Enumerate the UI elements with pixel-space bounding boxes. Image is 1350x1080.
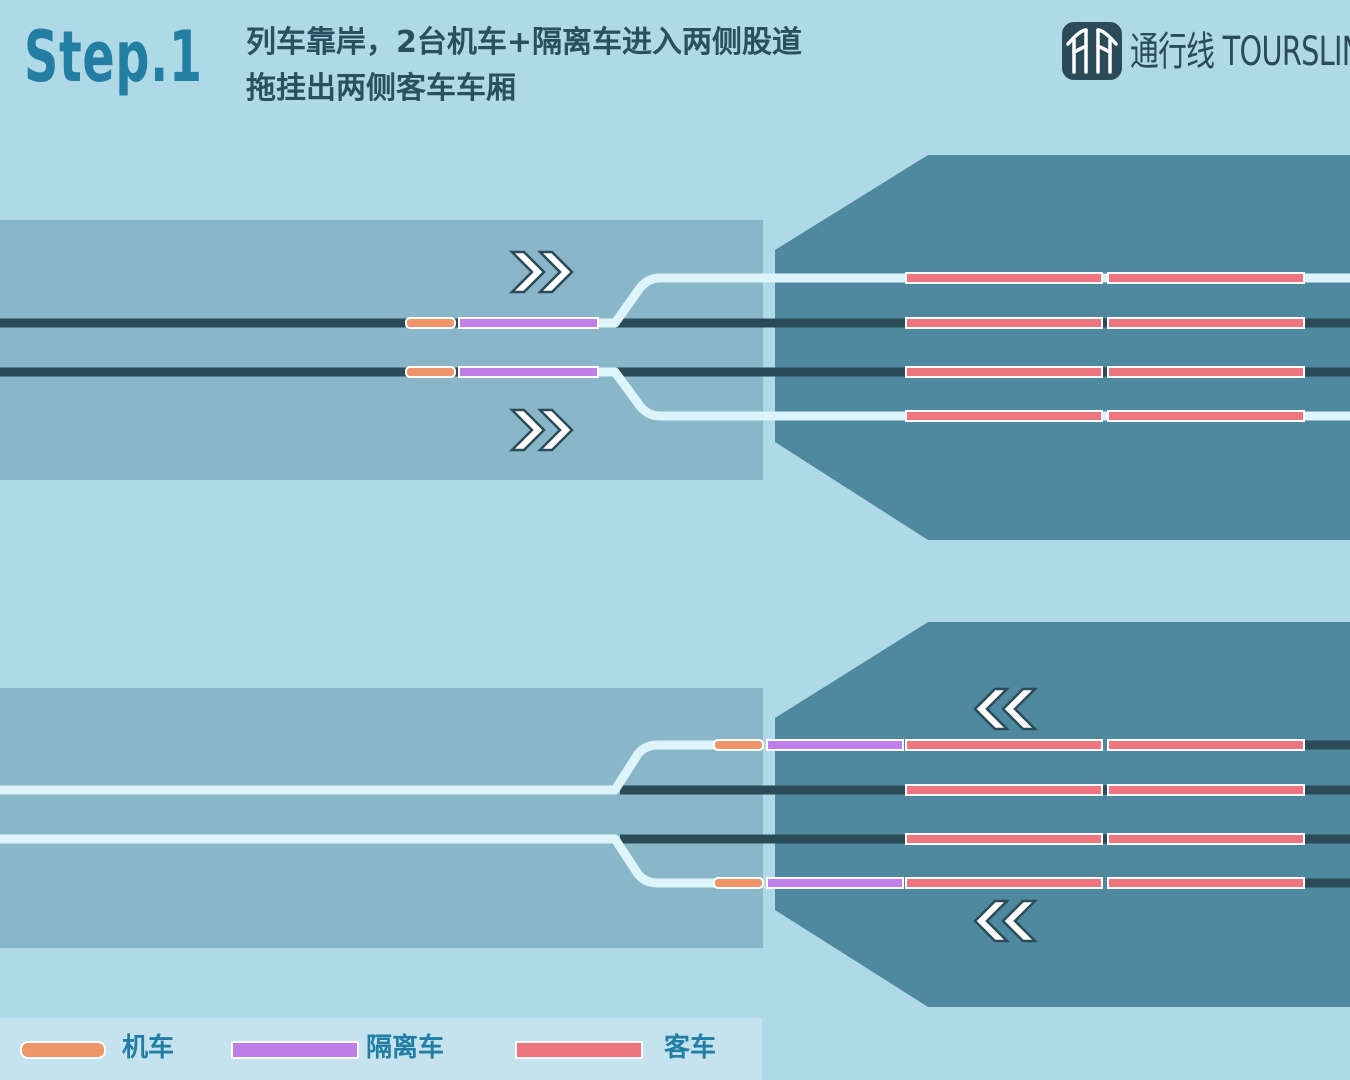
- legend-label-isolation-car: 隔离车: [366, 1033, 445, 1063]
- double-chevron-right-icon: [508, 408, 574, 452]
- locomotive: [713, 877, 764, 889]
- step-description: 列车靠岸，2台机车+隔离车进入两侧股道 拖挂出两侧客车车厢: [246, 20, 802, 112]
- double-chevron-left-icon: [973, 687, 1039, 731]
- legend-swatch-passenger-car: [515, 1041, 643, 1059]
- passenger-car: [905, 739, 1103, 751]
- ship-dock-top: [775, 155, 1350, 540]
- double-chevron-left-icon: [973, 899, 1039, 943]
- passenger-cars-bottom: [905, 739, 1305, 889]
- scene-bottom: [0, 622, 1350, 1007]
- step-description-line-2: 拖挂出两侧客车车厢: [246, 71, 516, 106]
- passenger-car: [1107, 784, 1305, 796]
- branch-track-top-lower: [598, 367, 1350, 421]
- isolation-car: [458, 317, 599, 329]
- passenger-car: [905, 877, 1103, 889]
- legend-label-passenger-car: 客车: [664, 1033, 717, 1063]
- land-area-top: [0, 220, 763, 480]
- legend: 机车 隔离车 客车: [0, 1018, 762, 1080]
- passenger-car: [905, 833, 1103, 845]
- passenger-car: [1107, 272, 1305, 284]
- branch-track-bottom-lower: [0, 834, 716, 888]
- branch-track-bottom-upper: [0, 740, 716, 795]
- step-title: Step.1: [24, 16, 203, 98]
- passenger-car: [1107, 833, 1305, 845]
- passenger-car: [1107, 317, 1305, 329]
- passenger-car: [905, 366, 1103, 378]
- passenger-car: [905, 317, 1103, 329]
- locomotive: [405, 317, 456, 329]
- land-area-bottom: [0, 688, 763, 948]
- scene-top: [0, 155, 1350, 540]
- passenger-car: [905, 272, 1103, 284]
- branch-track-top-upper: [598, 273, 1350, 328]
- locomotive: [405, 366, 456, 378]
- passenger-cars-top: [905, 272, 1305, 422]
- double-chevron-right-icon: [508, 250, 574, 294]
- passenger-car: [1107, 739, 1305, 751]
- passenger-car: [905, 410, 1103, 422]
- locomotive: [713, 739, 764, 751]
- legend-label-locomotive: 机车: [122, 1033, 175, 1063]
- step-description-line-1: 列车靠岸，2台机车+隔离车进入两侧股道: [246, 25, 803, 60]
- brand-logo: 通行线 TOURSLINE: [1062, 22, 1350, 82]
- passenger-car: [1107, 410, 1305, 422]
- passenger-car: [1107, 366, 1305, 378]
- legend-swatch-isolation-car: [231, 1041, 359, 1059]
- passenger-car: [905, 784, 1103, 796]
- passenger-car: [1107, 877, 1305, 889]
- isolation-car: [458, 366, 599, 378]
- legend-swatch-locomotive: [20, 1041, 106, 1059]
- ship-dock-bottom: [775, 622, 1350, 1007]
- brand-name: 通行线 TOURSLINE: [1130, 29, 1350, 75]
- toursline-tracks-icon: [1062, 22, 1122, 80]
- isolation-car: [766, 739, 904, 751]
- isolation-car: [766, 877, 904, 889]
